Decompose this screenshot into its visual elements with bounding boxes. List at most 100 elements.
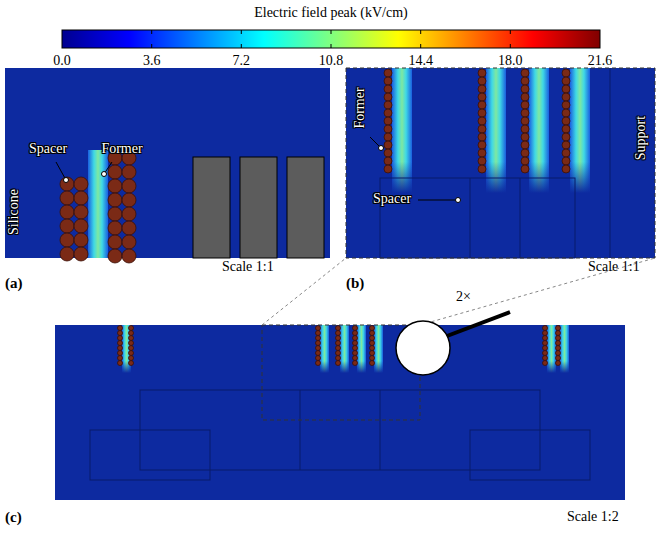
- conductor: [129, 336, 134, 341]
- conductor: [478, 77, 486, 85]
- field-fade: [392, 162, 412, 193]
- conductor: [384, 101, 392, 109]
- field-band: [357, 325, 366, 373]
- field-fade: [320, 361, 329, 373]
- conductor: [521, 125, 529, 133]
- conductor: [562, 157, 570, 165]
- field-fade: [340, 361, 349, 373]
- panel-b: [346, 68, 655, 258]
- part-name: Support: [634, 116, 648, 160]
- conductor: [129, 356, 134, 361]
- conductor: [370, 356, 375, 361]
- conductor: [521, 133, 529, 141]
- tick-label: 3.6: [143, 54, 161, 68]
- support-bar: [240, 157, 277, 258]
- conductor: [543, 346, 548, 351]
- field-band: [570, 68, 590, 193]
- conductor: [74, 205, 88, 219]
- part-name: Spacer: [29, 142, 67, 156]
- conductor: [122, 235, 136, 249]
- conductor: [60, 177, 74, 191]
- conductor: [129, 331, 134, 336]
- conductor: [353, 356, 358, 361]
- conductor: [118, 331, 123, 336]
- conductor: [316, 361, 321, 366]
- conductor: [353, 351, 358, 356]
- conductor: [384, 77, 392, 85]
- conductor: [108, 235, 122, 249]
- boundaries: [380, 68, 610, 258]
- conductor: [562, 109, 570, 117]
- field-fade: [560, 361, 569, 373]
- conductor: [556, 351, 561, 356]
- conductor: [543, 361, 548, 366]
- field-fade: [486, 162, 506, 193]
- zoom-frame: [262, 325, 420, 420]
- conductor: [370, 346, 375, 351]
- boundaries: [90, 390, 590, 480]
- conductor: [108, 193, 122, 207]
- conductor: [74, 247, 88, 261]
- conductor: [562, 125, 570, 133]
- conductor: [478, 69, 486, 77]
- conductor: [370, 361, 375, 366]
- conductor: [108, 249, 122, 263]
- conductor: [521, 149, 529, 157]
- field-band: [320, 325, 329, 373]
- field-band: [486, 68, 506, 193]
- conductor: [316, 356, 321, 361]
- conductor: [336, 326, 341, 331]
- colorbar: [62, 30, 600, 48]
- conductor: [74, 191, 88, 205]
- tick-label: 14.4: [408, 54, 433, 68]
- part-name: Former: [353, 87, 367, 128]
- conductor: [118, 336, 123, 341]
- conductor: [118, 346, 123, 351]
- conductor: [336, 346, 341, 351]
- conductor: [521, 141, 529, 149]
- conductor: [60, 205, 74, 219]
- field-fade: [570, 162, 590, 193]
- conductor: [562, 133, 570, 141]
- conductor: [556, 336, 561, 341]
- conductor: [336, 356, 341, 361]
- conductor: [122, 179, 136, 193]
- axis-title: Electric field peak (kV/cm): [254, 6, 408, 20]
- conductor: [370, 341, 375, 346]
- panel-letter: (a): [5, 276, 23, 291]
- coil-conductors: [60, 151, 136, 263]
- field-band: [340, 325, 349, 373]
- conductor: [478, 101, 486, 109]
- conductor: [74, 219, 88, 233]
- conductor: [384, 117, 392, 125]
- conductor: [478, 149, 486, 157]
- tick-label: 18.0: [498, 54, 523, 68]
- conductor: [562, 93, 570, 101]
- conductor: [384, 141, 392, 149]
- conductor: [129, 341, 134, 346]
- conductor: [74, 233, 88, 247]
- conductor: [521, 85, 529, 93]
- panel-a: [5, 68, 330, 258]
- magnifier-handle: [447, 312, 510, 336]
- conductor: [478, 165, 486, 173]
- conductor: [478, 157, 486, 165]
- conductor: [60, 219, 74, 233]
- conductor: [543, 326, 548, 331]
- conductor: [118, 341, 123, 346]
- conductor: [316, 346, 321, 351]
- conductor: [60, 191, 74, 205]
- conductor: [521, 117, 529, 125]
- field-bands: [392, 68, 590, 193]
- conductor: [556, 326, 561, 331]
- conductor: [316, 326, 321, 331]
- colorbar-ticks: [152, 30, 511, 48]
- conductor: [562, 141, 570, 149]
- tick-label: 7.2: [233, 54, 251, 68]
- conductor: [384, 109, 392, 117]
- conductor: [129, 346, 134, 351]
- conductor: [556, 361, 561, 366]
- field-bands: [122, 325, 569, 373]
- conductor: [521, 101, 529, 109]
- tick-label: 0.0: [53, 54, 71, 68]
